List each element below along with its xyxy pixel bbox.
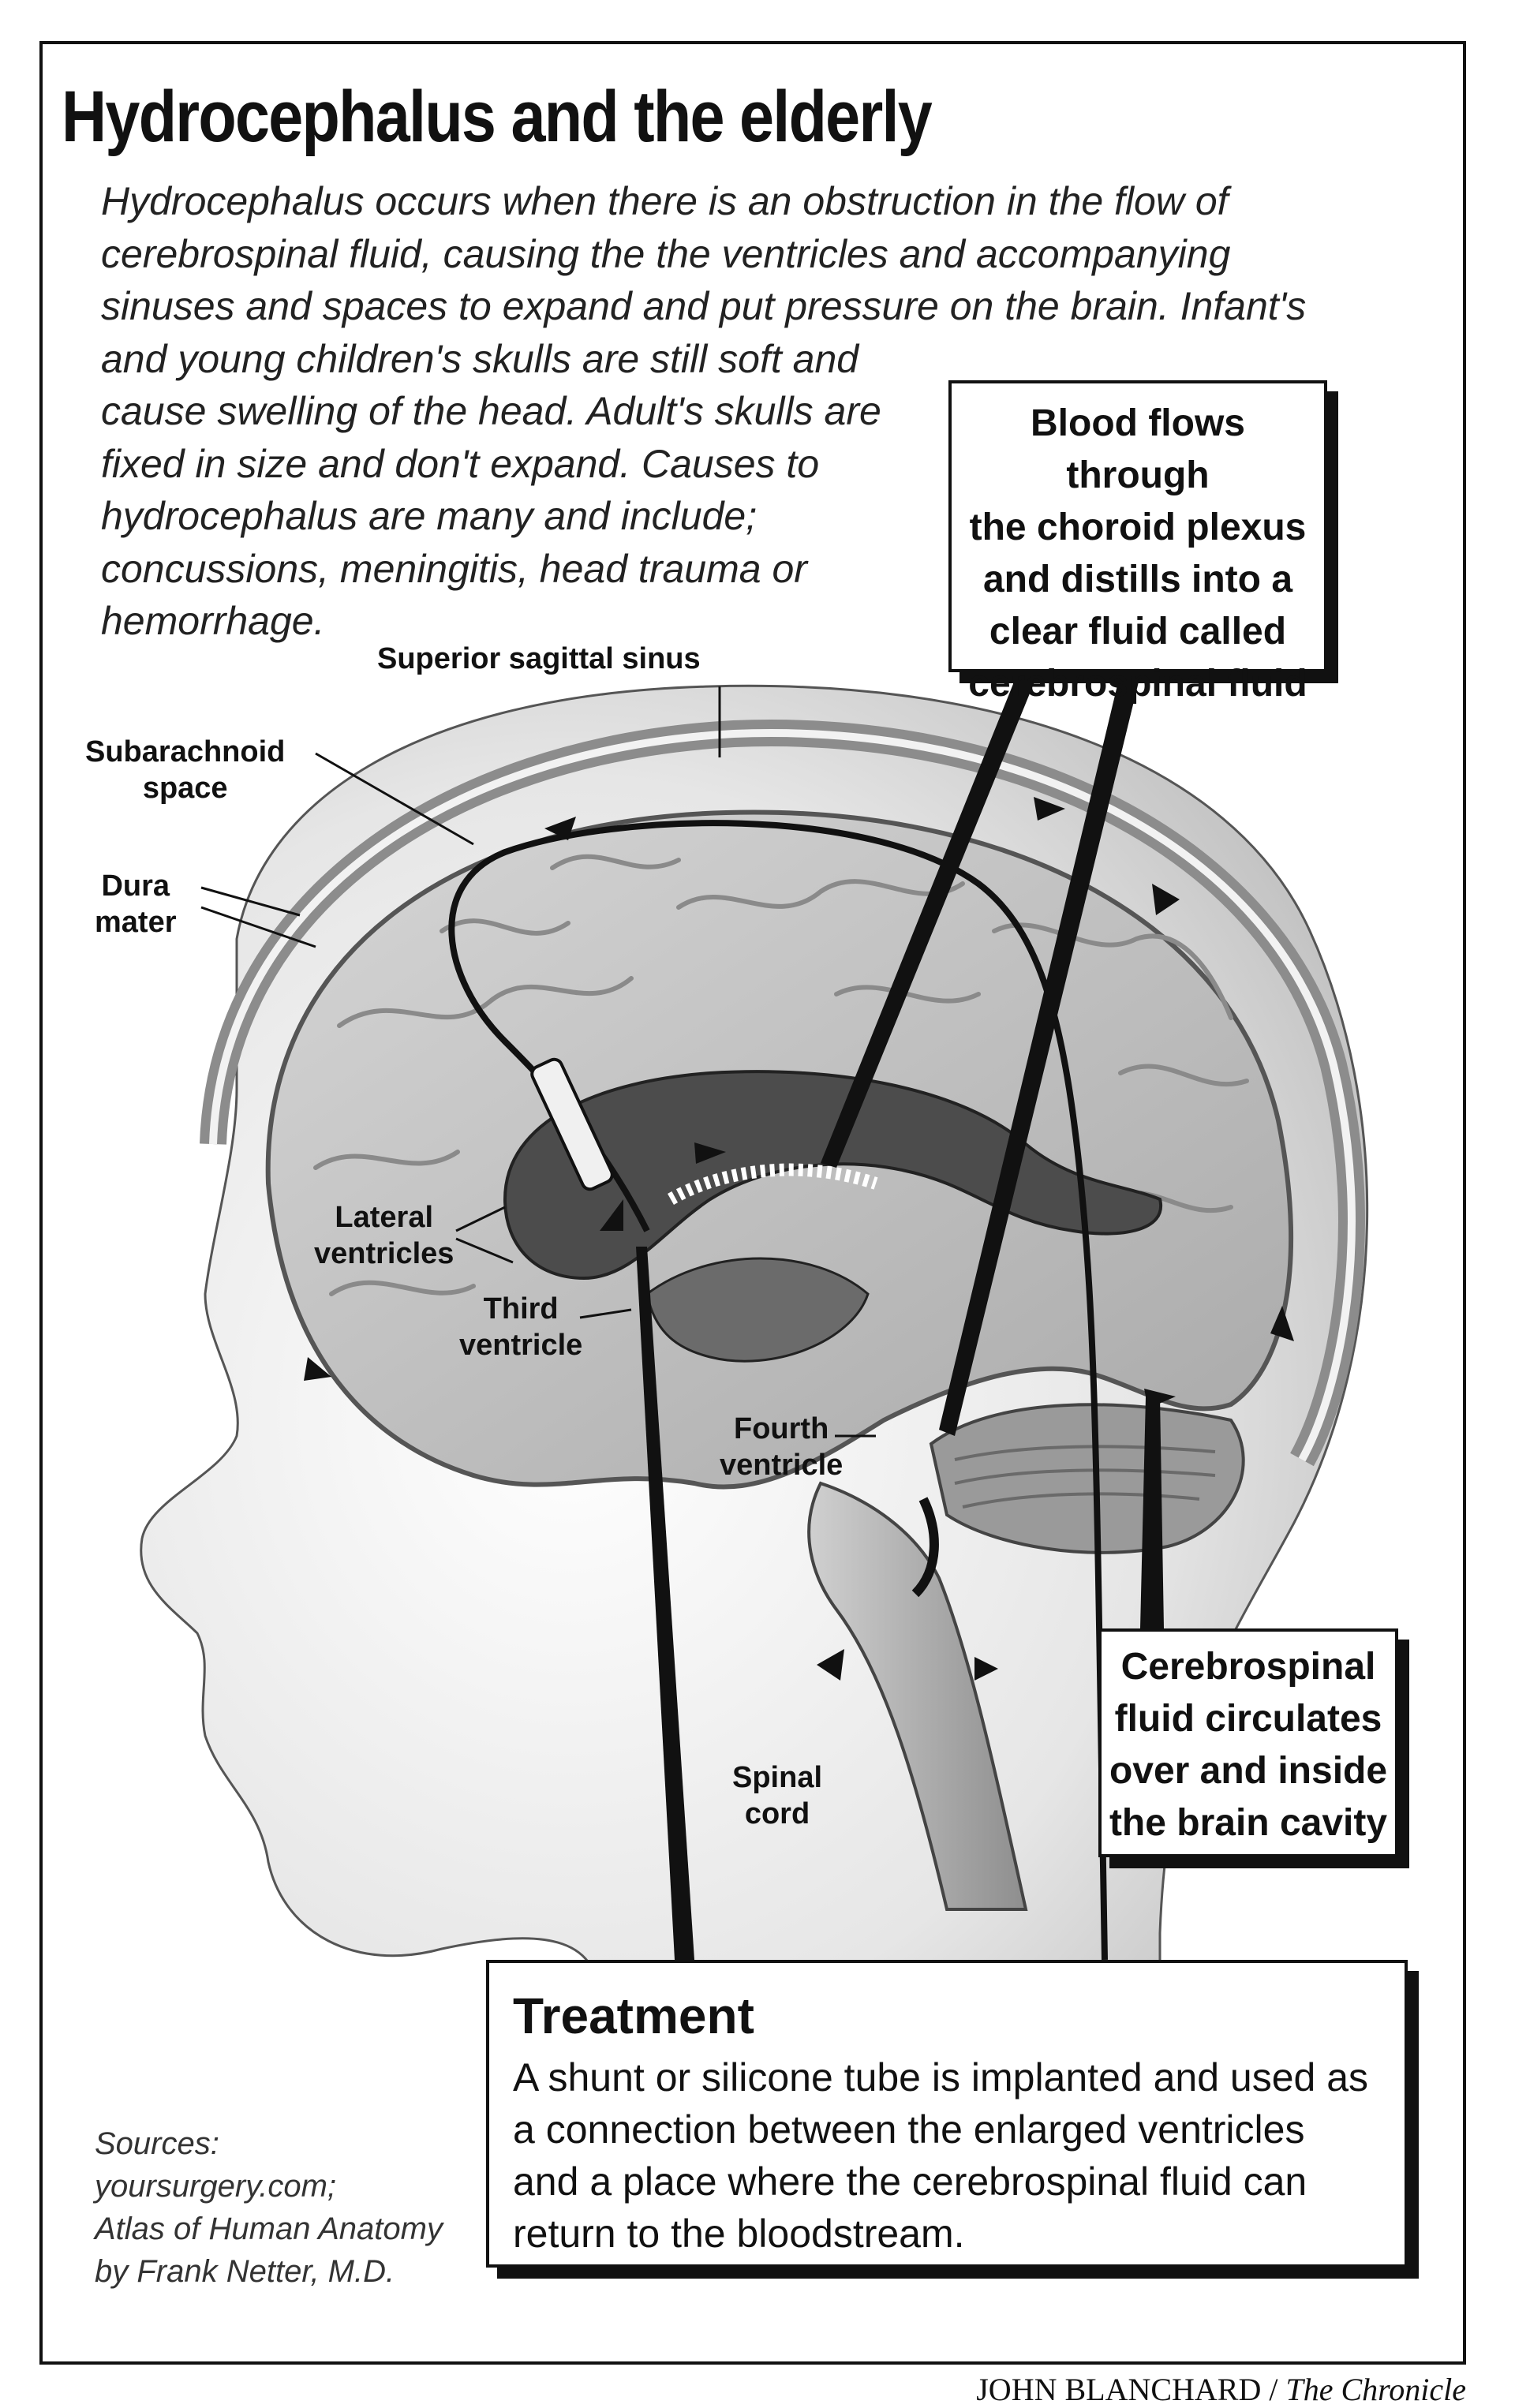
sources-line: Atlas of Human Anatomy <box>95 2212 443 2246</box>
label-dura-mater: Dura mater <box>95 868 177 940</box>
intro-line: cause swelling of the head. Adult's skul… <box>101 389 881 433</box>
label-fourth-ventricle: Fourth ventricle <box>720 1411 843 1483</box>
intro-line: hydrocephalus are many and include; <box>101 494 758 538</box>
label-line: ventricle <box>459 1329 583 1362</box>
callout-line: over and inside <box>1109 1750 1388 1792</box>
sources-line: Sources: <box>95 2126 219 2161</box>
brain-folds <box>313 854 1249 1296</box>
callout-line: and distills into a <box>982 559 1293 600</box>
callout-line: cerebrospinal fluid <box>968 663 1307 705</box>
intro-line: sinuses and spaces to expand and put pre… <box>101 284 1307 328</box>
label-line: Lateral <box>335 1201 434 1234</box>
sources-line: yoursurgery.com; <box>95 2169 337 2204</box>
csf-circulation-callout: Cerebrospinal fluid circulates over and … <box>1098 1628 1398 1857</box>
credit-separator: / <box>1261 2372 1286 2407</box>
label-subarachnoid-space: Subarachnoid space <box>85 734 285 806</box>
leader-lines <box>200 686 876 1438</box>
intro-line: cerebrospinal fluid, causing the the ven… <box>101 231 1231 276</box>
label-line: Subarachnoid <box>85 735 286 768</box>
intro-line: concussions, meningitis, head trauma or <box>101 546 807 591</box>
page-title: Hydrocephalus and the elderly <box>62 77 933 157</box>
callout-line: fluid circulates <box>1114 1698 1382 1740</box>
credit-author: JOHN BLANCHARD <box>976 2372 1262 2407</box>
blood-flow-callout: Blood flows through the choroid plexus a… <box>948 380 1327 705</box>
intro-line: Hydrocephalus occurs when there is an ob… <box>101 179 1229 223</box>
sources: Sources: yoursurgery.com; Atlas of Human… <box>95 2122 443 2293</box>
callout-pointers <box>636 672 1164 1960</box>
callout-line: clear fluid called <box>989 611 1287 652</box>
third-ventricle-shape <box>645 1257 870 1363</box>
callout-line: the choroid plexus <box>969 507 1307 548</box>
intro-line: and young children's skulls are still so… <box>101 336 859 381</box>
treatment-body: A shunt or silicone tube is implanted an… <box>513 2055 1369 2256</box>
callout-line: Cerebrospinal <box>1120 1646 1376 1688</box>
label-third-ventricle: Third ventricle <box>459 1291 582 1363</box>
cerebellum <box>929 1403 1245 1554</box>
label-line: ventricle <box>720 1449 844 1482</box>
label-lateral-ventricles: Lateral ventricles <box>314 1199 454 1272</box>
label-line: Third <box>483 1292 559 1326</box>
label-line: ventricles <box>314 1237 454 1270</box>
intro-line: hemorrhage. <box>101 599 325 643</box>
flow-arrows <box>304 797 1294 1681</box>
treatment-callout: Treatment A shunt or silicone tube is im… <box>486 1960 1408 2268</box>
label-spinal-cord: Spinal cord <box>732 1759 822 1832</box>
intro-line: fixed in size and don't expand. Causes t… <box>101 441 820 486</box>
sources-line: by Frank Netter, M.D. <box>95 2254 395 2289</box>
callout-line: the brain cavity <box>1109 1802 1388 1844</box>
intro-paragraph: Hydrocephalus occurs when there is an ob… <box>101 175 1387 648</box>
brainstem <box>807 1481 1028 1911</box>
label-superior-sagittal-sinus: Superior sagittal sinus <box>377 642 701 675</box>
treatment-heading: Treatment <box>513 1987 754 2044</box>
label-line: cord <box>744 1797 810 1830</box>
label-line: space <box>142 772 228 805</box>
label-line: Dura <box>101 869 170 903</box>
credit-publication: The Chronicle <box>1285 2372 1467 2407</box>
label-line: mater <box>95 906 177 939</box>
label-line: Fourth <box>734 1412 829 1445</box>
callout-line: Blood flows through <box>1031 402 1245 496</box>
credit-line: JOHN BLANCHARD / The Chronicle <box>976 2371 1466 2408</box>
label-line: Spinal <box>732 1761 823 1794</box>
shunt-tube <box>448 820 1108 1961</box>
